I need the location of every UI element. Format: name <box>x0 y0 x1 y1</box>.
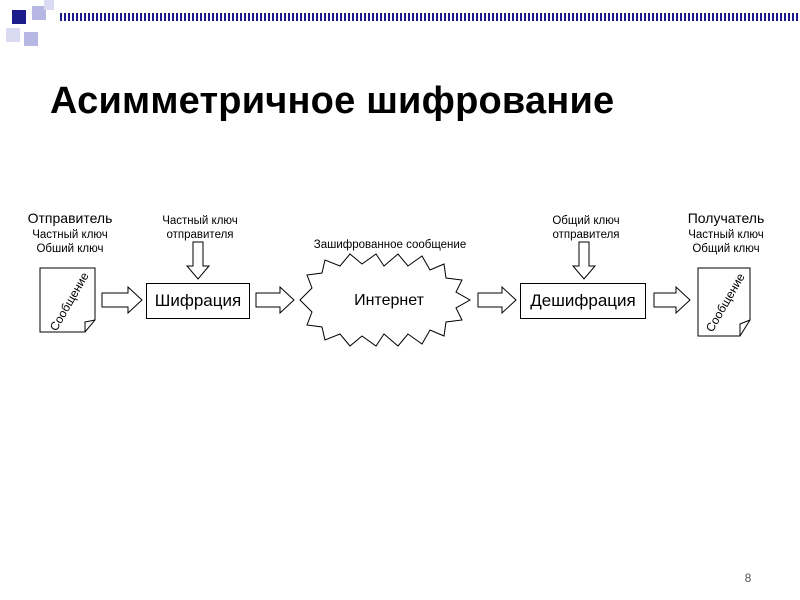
arrow-encrypt-to-internet <box>255 285 295 315</box>
encrypt-box: Шифрация <box>146 283 250 319</box>
encrypt-key-line1: Частный ключ <box>162 215 238 227</box>
receiver-document-shape <box>697 267 751 337</box>
arrow-internet-to-decrypt <box>477 285 517 315</box>
decrypt-key-line2: отправителя <box>552 229 620 241</box>
arrow-key-to-decrypt <box>571 241 597 280</box>
decrypt-box-label: Дешифрация <box>530 291 636 310</box>
network-caption: Зашифрованное сообщение <box>313 239 467 251</box>
page-number: 8 <box>744 571 752 585</box>
diagram-shapes: Сообщение Сообщение <box>39 241 751 347</box>
network-label: Интернет <box>354 292 424 309</box>
receiver-document-fold <box>739 319 751 336</box>
corner-square-pale <box>6 28 20 42</box>
arrow-key-to-encrypt <box>185 241 211 280</box>
corner-square-navy <box>12 10 26 24</box>
corner-square-pale-2 <box>44 0 54 10</box>
receiver-private-key: Частный ключ <box>688 229 764 241</box>
decrypt-key-line1: Общий ключ <box>552 215 620 227</box>
encrypt-box-label: Шифрация <box>154 291 242 310</box>
sender-public-key: Обший ключ <box>36 243 104 255</box>
encrypt-key-line2: отправителя <box>166 229 234 241</box>
corner-square-lavender <box>32 6 46 20</box>
decrypt-box: Дешифрация <box>520 283 646 319</box>
sender-heading: Отправитель <box>27 210 113 226</box>
page-title: Асимметричное шифрование <box>50 80 615 122</box>
receiver-heading: Получатель <box>687 210 765 226</box>
corner-square-lavender-2 <box>24 32 38 46</box>
header-stripe-band <box>60 13 800 21</box>
encryption-diagram: Сообщение Сообщение Отправитель Частный … <box>0 190 800 360</box>
arrow-document-to-encrypt <box>101 285 143 315</box>
arrow-decrypt-to-document <box>653 285 691 315</box>
internet-cloud-shape <box>299 253 472 347</box>
sender-document-fold <box>84 319 96 332</box>
sender-private-key: Частный ключ <box>32 229 108 241</box>
receiver-public-key: Общий ключ <box>692 243 760 255</box>
sender-document-shape <box>39 267 96 333</box>
